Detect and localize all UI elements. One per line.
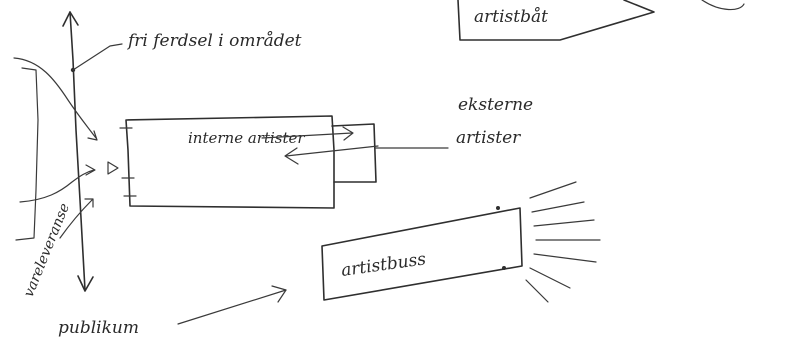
left-bracket-line	[15, 67, 39, 241]
curved-arrow-middle	[19, 169, 95, 203]
fri-ferdsel-leader-line	[72, 43, 123, 71]
publikum-arrow	[177, 289, 287, 325]
publikum-label: publikum	[58, 318, 139, 338]
artistbuss-label: artistbuss	[340, 249, 428, 281]
fri-ferdsel-label: fri ferdsel i området	[126, 31, 302, 51]
vareleveranse-label: vareleveranse	[21, 201, 73, 299]
curved-arrow-lower	[59, 199, 93, 239]
eksterne-label: eksterne	[458, 95, 533, 115]
artistbuss-glow-lines	[525, 181, 601, 303]
artister-label: artister	[456, 128, 521, 148]
vertical-traffic-arrow	[62, 11, 94, 292]
interne-artister-label: interne artister	[188, 129, 305, 147]
eksterne-artister-box	[331, 123, 377, 183]
entry-triangle-marker	[107, 161, 119, 175]
artistbuss-box	[321, 206, 523, 301]
artistbat-label: artistbåt	[474, 7, 548, 27]
artistbat-shape	[457, 0, 745, 41]
curved-arrow-top	[13, 57, 97, 139]
eksterne-return-arrow	[285, 145, 379, 157]
interne-artister-box	[119, 115, 335, 209]
interne-artister-arrow	[261, 132, 353, 139]
